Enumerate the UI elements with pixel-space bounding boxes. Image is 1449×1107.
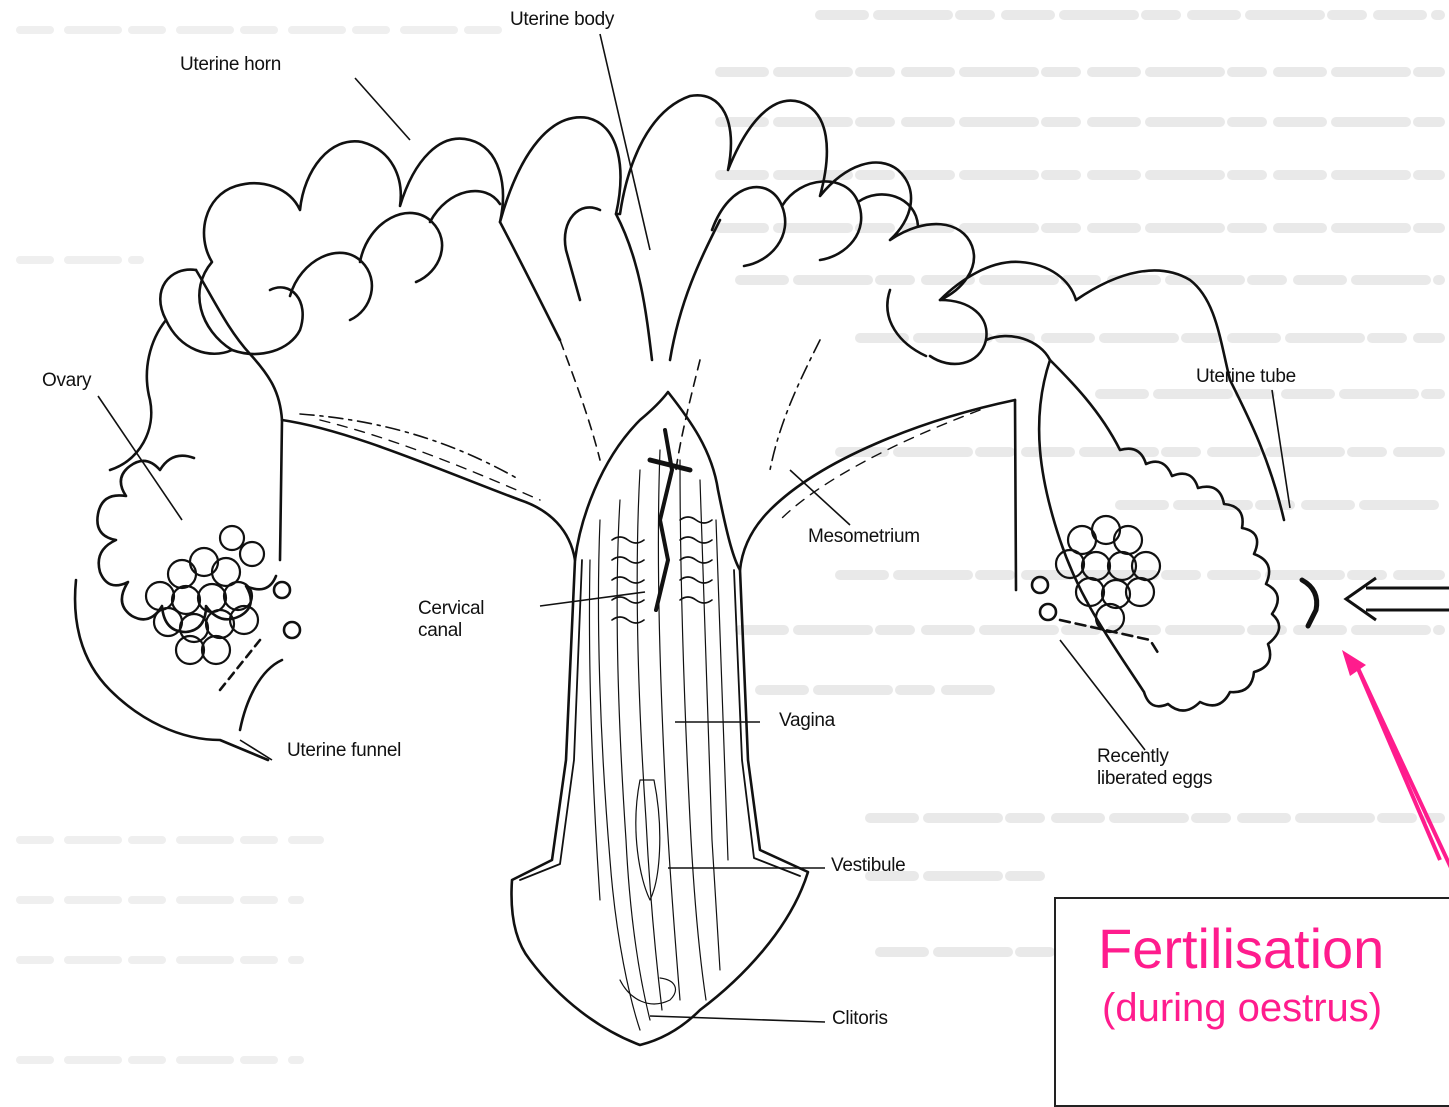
vagina-outline [512, 392, 808, 1045]
label-uterine-body: Uterine body [510, 9, 614, 31]
label-recently-liberated-eggs: Recently liberated eggs [1097, 746, 1212, 790]
label-uterine-horn: Uterine horn [180, 54, 281, 76]
label-vagina: Vagina [779, 710, 835, 732]
label-vestibule: Vestibule [831, 855, 905, 877]
label-ovary: Ovary [42, 370, 91, 392]
label-uterine-funnel: Uterine funnel [287, 740, 401, 762]
right-uterine-funnel [1039, 360, 1279, 711]
label-mesometrium: Mesometrium [808, 526, 920, 548]
label-uterine-tube: Uterine tube [1196, 366, 1296, 388]
fertilisation-callout: Fertilisation (during oestrus) [1054, 897, 1449, 1107]
callout-subtitle: (during oestrus) [1102, 985, 1382, 1031]
label-cervical-canal: Cervical canal [418, 598, 484, 642]
fertilisation-site-arrow [1342, 650, 1440, 860]
callout-title: Fertilisation [1098, 917, 1384, 981]
uterine-horn-coils [199, 95, 986, 364]
label-clitoris: Clitoris [832, 1008, 888, 1030]
